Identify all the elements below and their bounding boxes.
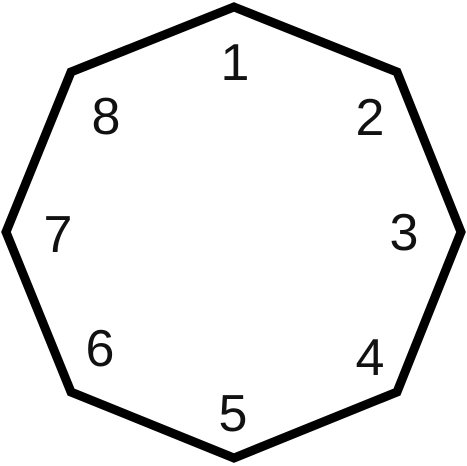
number-label-5: 5 — [219, 385, 248, 443]
number-label-6: 6 — [86, 320, 115, 378]
number-label-3: 3 — [390, 204, 419, 262]
number-label-2: 2 — [356, 89, 385, 147]
number-label-4: 4 — [356, 329, 385, 387]
number-label-1: 1 — [221, 34, 250, 92]
number-label-7: 7 — [44, 206, 73, 264]
number-label-8: 8 — [92, 88, 121, 146]
